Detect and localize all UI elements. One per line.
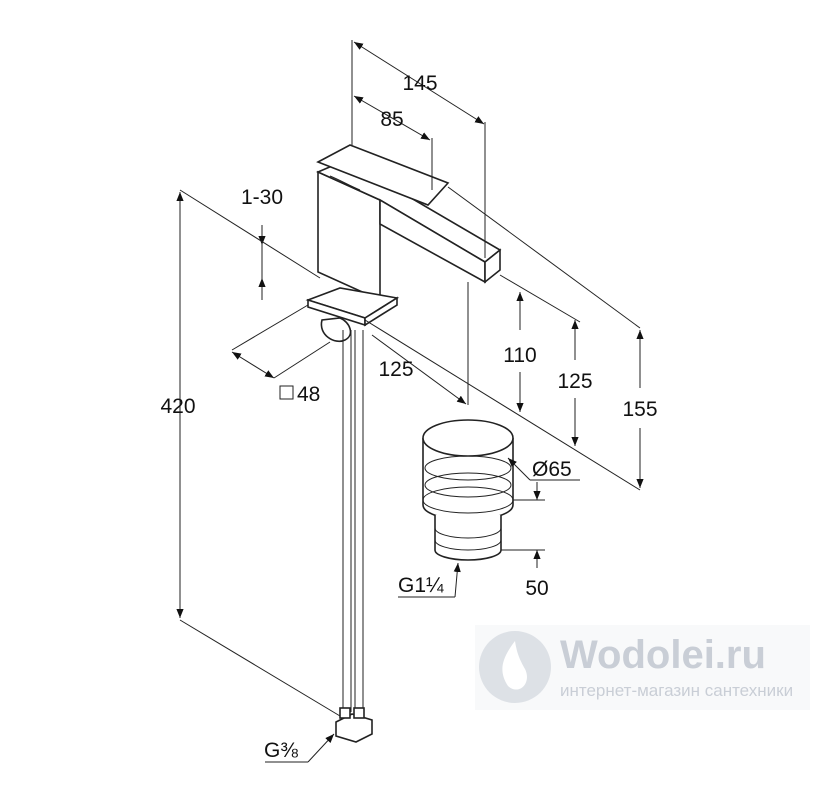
dim-85: 85 [380, 108, 403, 131]
square-icon [279, 385, 294, 400]
dim-50: 50 [525, 577, 548, 600]
faucet-body [305, 144, 502, 342]
watermark-brand: Wodolei.ru [560, 633, 766, 677]
dim-155: 155 [622, 398, 657, 421]
dimension-lines [176, 40, 644, 763]
supply-hoses [335, 330, 373, 743]
dim-145: 145 [402, 72, 437, 95]
dim-diameter-65: Ø65 [532, 458, 572, 481]
dim-125-height: 125 [557, 370, 592, 393]
watermark-tagline: интернет-магазин сантехники [560, 681, 793, 700]
dim-48: 48 [297, 383, 320, 406]
dim-1-30: 1-30 [241, 186, 283, 209]
watermark: Wodolei.ru интернет-магазин сантехники [475, 625, 810, 710]
dim-420: 420 [160, 395, 195, 418]
thread-g1-1-4: G1¼ [398, 574, 444, 597]
dim-110: 110 [503, 344, 536, 367]
thread-g3-8: G⅜ [264, 739, 298, 762]
dim-125-reach: 125 [378, 358, 413, 381]
waste-valve [422, 419, 514, 561]
